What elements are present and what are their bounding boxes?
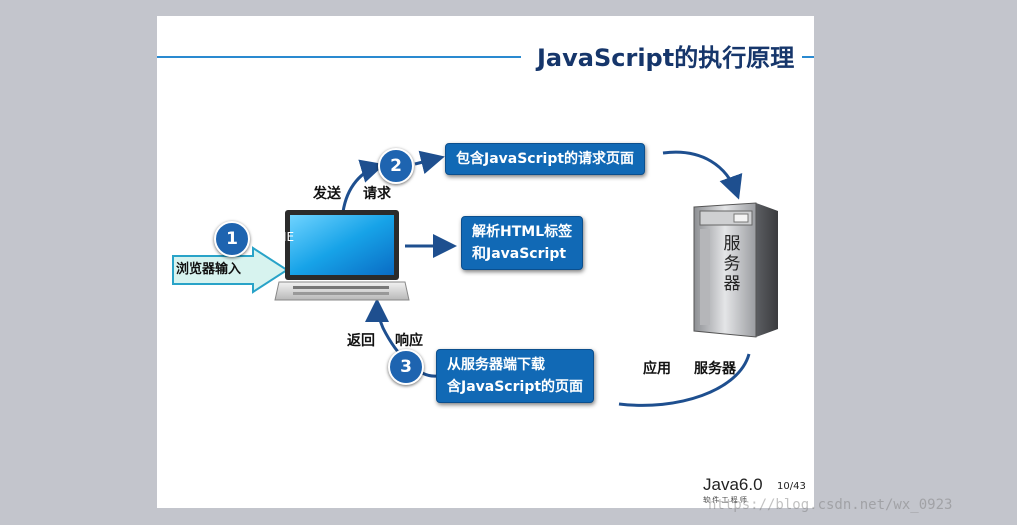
app-server-label: 应用: [643, 361, 671, 377]
request-label: 请求: [363, 186, 391, 202]
download-text-line2: 含JavaScript的页面: [447, 379, 584, 395]
arrow-to-request-callout: [414, 150, 445, 175]
slide: JavaScript的执行原理 浏览器输入: [157, 16, 814, 508]
browser-input-arrow: [172, 246, 289, 294]
title-rule-left: [157, 56, 521, 58]
server-face-char-1: 服: [723, 234, 741, 254]
parse-callout: 解析HTML标签 和JavaScript: [461, 216, 584, 270]
send-label: 发送: [313, 186, 341, 202]
step-2-badge: 2: [378, 148, 414, 184]
server-icon: [693, 202, 778, 338]
laptop-screen-text: IE: [283, 230, 295, 244]
download-text-line1: 从服务器端下载: [447, 357, 545, 373]
server-face-text: 服 务 器: [720, 234, 744, 294]
return-label: 返回: [347, 333, 375, 349]
arrow-send-request: [341, 159, 385, 213]
footer-page-number: 10/43: [777, 481, 806, 492]
request-page-text: 包含JavaScript的请求页面: [456, 151, 635, 167]
title-rule-right: [802, 56, 814, 58]
laptop-icon: [274, 210, 410, 301]
server-face-char-2: 务: [723, 254, 741, 274]
step-3-badge: 3: [388, 349, 424, 385]
step-1-badge: 1: [214, 221, 250, 257]
arrow-server-return: [618, 353, 751, 407]
server-face-char-3: 器: [723, 274, 741, 294]
download-callout: 从服务器端下载 含JavaScript的页面: [436, 349, 595, 403]
app-server-label-2: 服务器: [694, 361, 736, 377]
watermark: https://blog.csdn.net/wx_0923: [708, 497, 953, 513]
parse-text-line1: 解析HTML标签: [472, 224, 573, 240]
slide-title: JavaScript的执行原理: [537, 44, 795, 72]
parse-text-line2: 和JavaScript: [472, 246, 567, 262]
footer-brand-sub: 软 件 工 程 师: [703, 496, 747, 504]
response-label: 响应: [395, 333, 423, 349]
request-page-callout: 包含JavaScript的请求页面: [445, 143, 646, 175]
browser-input-label: 浏览器输入: [176, 262, 242, 277]
arrow-to-server: [662, 150, 743, 200]
footer-brand: Java6.0: [703, 475, 763, 494]
